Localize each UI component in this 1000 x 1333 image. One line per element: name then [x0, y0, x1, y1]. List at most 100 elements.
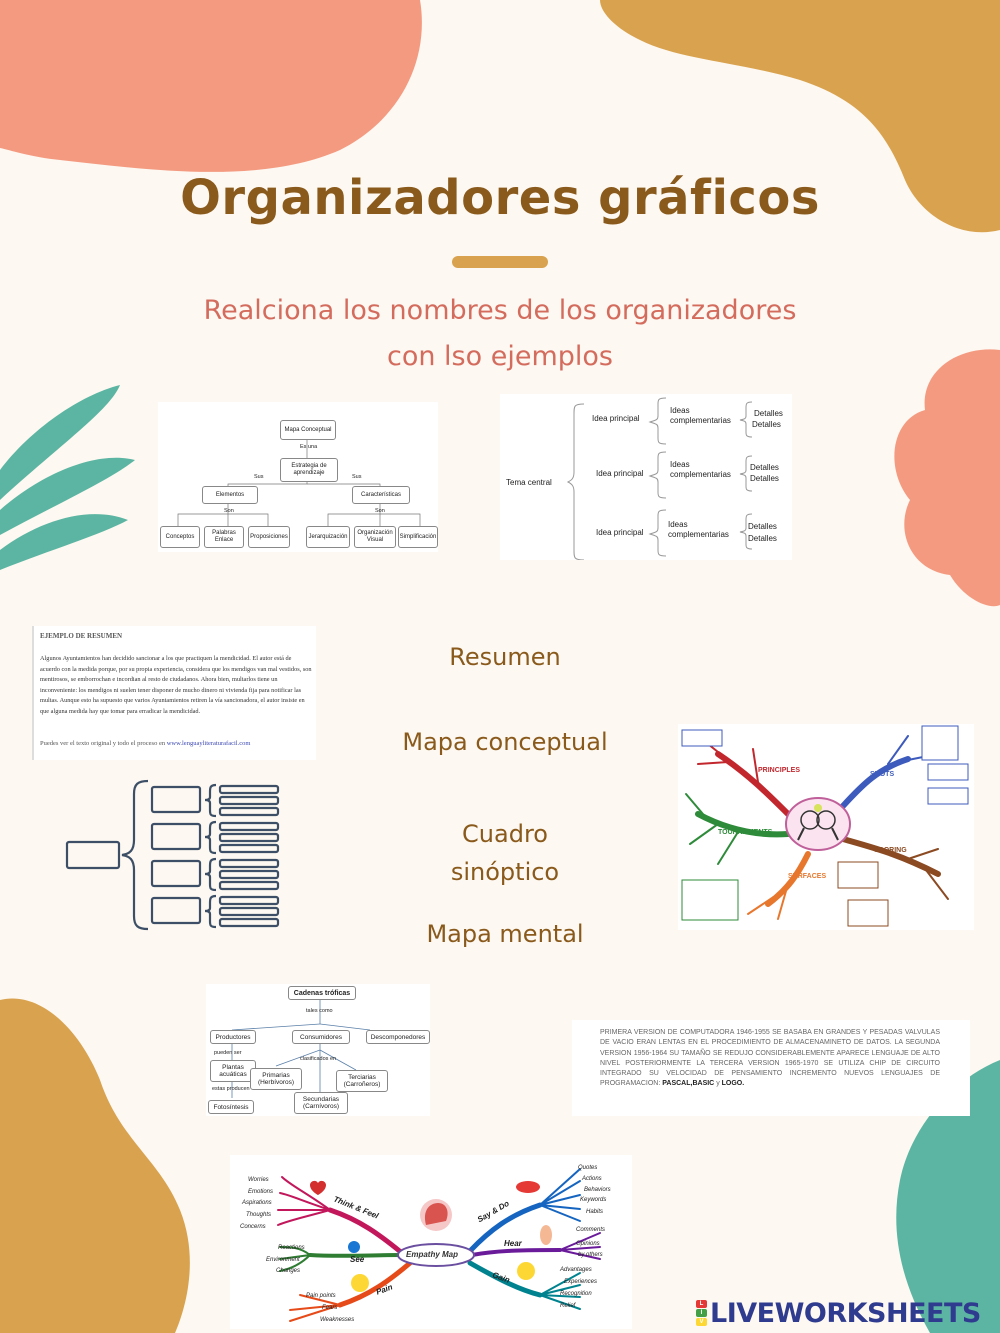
empathy-leaf: Aspirations [242, 1200, 272, 1206]
tennis-mindmap-image[interactable]: PRINCIPLES SHOTS TOURNAMENTS SCORING SUR… [678, 724, 974, 930]
synoptic-complementary: Ideas complementarias [670, 406, 731, 425]
empathy-leaf: Comments [576, 1227, 606, 1233]
liveworksheets-logo[interactable]: L I V LIVEWORKSHEETS [696, 1297, 981, 1329]
subtitle-line-2: con lso ejemplos [387, 341, 613, 372]
summary-link[interactable]: www.lenguayliteraturafacil.com [166, 740, 251, 747]
logo-letter: V [696, 1318, 707, 1326]
empathy-leaf: Pain points [306, 1293, 336, 1299]
logo-letter: L [696, 1300, 707, 1308]
empathy-leaf: Habits [586, 1209, 604, 1215]
empathy-leaf: Experiences [564, 1279, 598, 1285]
option-cuadro-line-2: sinóptico [450, 858, 560, 886]
concept-map-image[interactable]: Mapa Conceptual Es una Estrategia de apr… [158, 402, 438, 552]
empathy-leaf: Relief [560, 1303, 576, 1309]
synoptic-detail: Detalles [754, 409, 783, 418]
empathy-leaf: Reactions [278, 1245, 305, 1251]
empathy-leaf: Emotions [248, 1189, 274, 1195]
food-consumer: Terciarias (Carroñeros) [336, 1070, 388, 1092]
synoptic-braces [566, 397, 753, 560]
food-link-p2: estas producen [212, 1086, 250, 1092]
concept-middle: Estrategia de aprendizaje [280, 458, 338, 482]
food-consumer: Primarias (Herbívoros) [250, 1068, 302, 1090]
food-root: Cadenas tróficas [288, 986, 356, 1000]
concept-link-left2: Son [224, 508, 234, 514]
page-title: Organizadores gráficos [180, 170, 820, 226]
food-photo: Fotosíntesis [208, 1100, 254, 1114]
computer-history-body: PRIMERA VERSION DE COMPUTADORA 1946-1955… [600, 1029, 940, 1088]
food-node: Descomponedores [366, 1030, 430, 1044]
tennis-mindmap-drawing [681, 725, 969, 927]
empathy-leaf: Quotes [578, 1165, 598, 1171]
teal-blob-bottom-right [896, 1060, 1000, 1333]
subtitle-line-1: Realciona los nombres de los organizador… [203, 295, 797, 326]
synoptic-complementary: Ideas complementarias [670, 460, 731, 479]
concept-link-right2: Son [375, 508, 385, 514]
computer-history-text: PRIMERA VERSION DE COMPUTADORA 1946-1955… [600, 1028, 940, 1090]
computer-history-and: y [716, 1080, 720, 1088]
coral-blob-top-left [0, 0, 422, 172]
logo-wordmark: LIVEWORKSHEETS [710, 1297, 981, 1329]
tennis-branch-principles: PRINCIPLES [758, 767, 801, 774]
summary-heading: EJEMPLO DE RESUMEN [40, 632, 123, 640]
synoptic-outline-image[interactable] [64, 778, 284, 932]
empathy-map-drawing [277, 1168, 601, 1322]
logo-live-blocks: L I V [696, 1300, 707, 1326]
logo-letter: I [696, 1309, 707, 1317]
empathy-leaf: Actions [582, 1176, 602, 1182]
empathy-leaf: Worries [248, 1177, 269, 1183]
synoptic-detail: Detalles [750, 474, 779, 483]
option-resumen[interactable]: Resumen [449, 643, 561, 671]
food-node: Consumidores [292, 1030, 350, 1044]
food-link-1: tales como [306, 1008, 333, 1014]
concept-link-1: Es una [300, 444, 318, 450]
option-cuadro-sinoptico[interactable]: Cuadro sinóptico [375, 815, 635, 891]
empathy-center: Empathy Map [406, 1250, 459, 1259]
synoptic-central: Tema central [506, 478, 552, 487]
empathy-leaf: Opinions [576, 1241, 600, 1247]
summary-footer-text: Puedes ver el texto original y todo el p… [40, 740, 166, 747]
synoptic-table-image[interactable]: Tema central Idea principal Idea princip… [500, 394, 792, 560]
concept-leaf: Simplificación [398, 526, 438, 548]
empathy-leaf: Fears [322, 1305, 338, 1311]
food-plant: Plantas acuáticas [210, 1060, 256, 1082]
empathy-leaf: Concerns [240, 1224, 266, 1230]
teal-leaves-left [0, 385, 135, 570]
empathy-leaf: Thoughts [246, 1212, 272, 1218]
concept-link-left: Sus [254, 474, 264, 480]
synoptic-detail: Detalles [750, 463, 779, 472]
food-link-c: clasificados en [300, 1056, 337, 1062]
tennis-branch-shots: SHOTS [870, 771, 895, 778]
computer-history-bold: PASCAL,BASIC [662, 1080, 715, 1088]
concept-leaf: Jerarquización [306, 526, 350, 548]
empathy-map-image[interactable]: Empathy Map Think & Feel See Pain Say & … [230, 1155, 632, 1329]
empathy-leaf: by others [578, 1252, 603, 1258]
empathy-leaf: Environment [266, 1257, 300, 1263]
concept-leaf: Conceptos [160, 526, 200, 548]
computer-history-image[interactable]: PRIMERA VERSION DE COMPUTADORA 1946-1955… [572, 1020, 970, 1116]
empathy-leaf: Behaviors [584, 1187, 611, 1193]
concept-map-lines [177, 438, 421, 526]
synoptic-detail: Detalles [752, 420, 781, 429]
empathy-leaf: Changes [276, 1268, 301, 1274]
option-mapa-mental[interactable]: Mapa mental [426, 920, 584, 948]
synoptic-main: Idea principal [592, 414, 640, 423]
summary-example-image[interactable]: EJEMPLO DE RESUMEN Algunos Ayuntamientos… [32, 626, 316, 760]
concept-leaf: Proposiciones [248, 526, 290, 548]
tennis-branch-scoring: SCORING [874, 847, 907, 854]
empathy-leaf: Advantages [560, 1267, 592, 1273]
concept-root: Mapa Conceptual [280, 420, 336, 440]
tennis-branch-surfaces: SURFACES [788, 873, 827, 880]
tennis-branch-tournaments: TOURNAMENTS [718, 829, 773, 836]
concept-elements: Elementos [202, 486, 258, 504]
empathy-leaf: Weaknesses [320, 1317, 355, 1323]
empathy-branch: Hear [504, 1239, 522, 1248]
page-subtitle: Realciona los nombres de los organizador… [150, 288, 850, 380]
mustard-blob-bottom-left [0, 998, 190, 1333]
synoptic-detail: Detalles [748, 534, 777, 543]
empathy-branch: See [350, 1255, 365, 1264]
coral-blob-right [894, 349, 1000, 607]
synoptic-main: Idea principal [596, 528, 644, 537]
food-chain-image[interactable]: Cadenas tróficas tales como Productores … [206, 984, 430, 1116]
option-mapa-conceptual[interactable]: Mapa conceptual [402, 728, 608, 756]
